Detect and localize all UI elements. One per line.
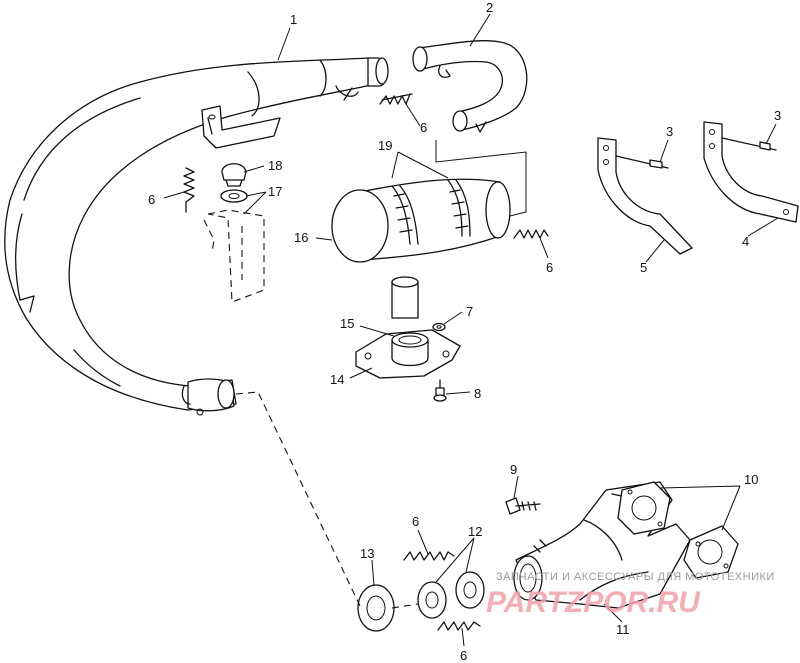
spring-left — [183, 167, 195, 213]
manifold-flange-lower — [683, 525, 739, 579]
spring-upper — [379, 93, 413, 105]
callout-6-left: 6 — [148, 192, 155, 207]
callout-12: 12 — [468, 524, 482, 539]
callout-3-left: 3 — [666, 124, 673, 139]
gasket-ring — [391, 332, 429, 367]
callout-18: 18 — [268, 158, 282, 173]
callout-13: 13 — [360, 546, 374, 561]
callout-15: 15 — [340, 316, 354, 331]
callout-6-lower-top: 6 — [412, 514, 419, 529]
leader-lines — [163, 13, 779, 647]
spring-lower-bottom — [437, 621, 481, 631]
callout-9: 9 — [510, 462, 517, 477]
muffler — [331, 178, 511, 319]
callout-6-upper: 6 — [420, 120, 427, 135]
connection-line — [235, 391, 361, 607]
callout-8: 8 — [474, 386, 481, 401]
bracket-right — [703, 121, 799, 223]
rubber-plug — [221, 163, 247, 187]
callout-6-muffler: 6 — [546, 260, 553, 275]
manifold-bolt — [505, 497, 541, 515]
callout-4: 4 — [742, 234, 749, 249]
bolt-small — [433, 379, 447, 402]
watermark-brand: PARTZPOR.RU — [486, 586, 701, 619]
callout-3-right: 3 — [774, 108, 781, 123]
callout-17: 17 — [268, 184, 282, 199]
watermark: ЗАПЧАСТИ И АКСЕССУАРЫ ДЛЯ МОТОТЕХНИКИ PA… — [486, 571, 775, 619]
gasket-left — [417, 581, 447, 619]
callout-14: 14 — [330, 372, 344, 387]
bracket-left — [597, 137, 693, 255]
gasket-right — [455, 571, 485, 609]
connector-pipe — [412, 40, 528, 133]
bolt-bracket-left — [649, 159, 663, 169]
callout-6-lower-bottom: 6 — [460, 648, 467, 663]
callout-11: 11 — [616, 622, 630, 637]
callouts: 1 2 3 3 4 5 6 6 6 6 6 7 8 9 10 11 12 13 … — [148, 0, 781, 663]
callout-10: 10 — [744, 472, 758, 487]
callout-5: 5 — [640, 260, 647, 275]
clamp-ring — [357, 584, 395, 632]
spring-lower-top — [403, 551, 455, 561]
callout-19: 19 — [378, 138, 392, 153]
callout-1: 1 — [290, 12, 297, 27]
callout-2: 2 — [486, 0, 493, 15]
callout-16: 16 — [294, 230, 308, 245]
exhaust-pipe — [4, 57, 389, 416]
callout-7: 7 — [466, 304, 473, 319]
watermark-tagline: ЗАПЧАСТИ И АКСЕССУАРЫ ДЛЯ МОТОТЕХНИКИ — [496, 571, 775, 583]
grommet — [220, 189, 248, 203]
bolt-bracket-right — [759, 141, 771, 151]
spring-muffler — [513, 229, 549, 239]
mount-block-dashed — [203, 209, 265, 303]
manifold-flange-upper — [617, 481, 671, 535]
washer — [432, 322, 446, 332]
